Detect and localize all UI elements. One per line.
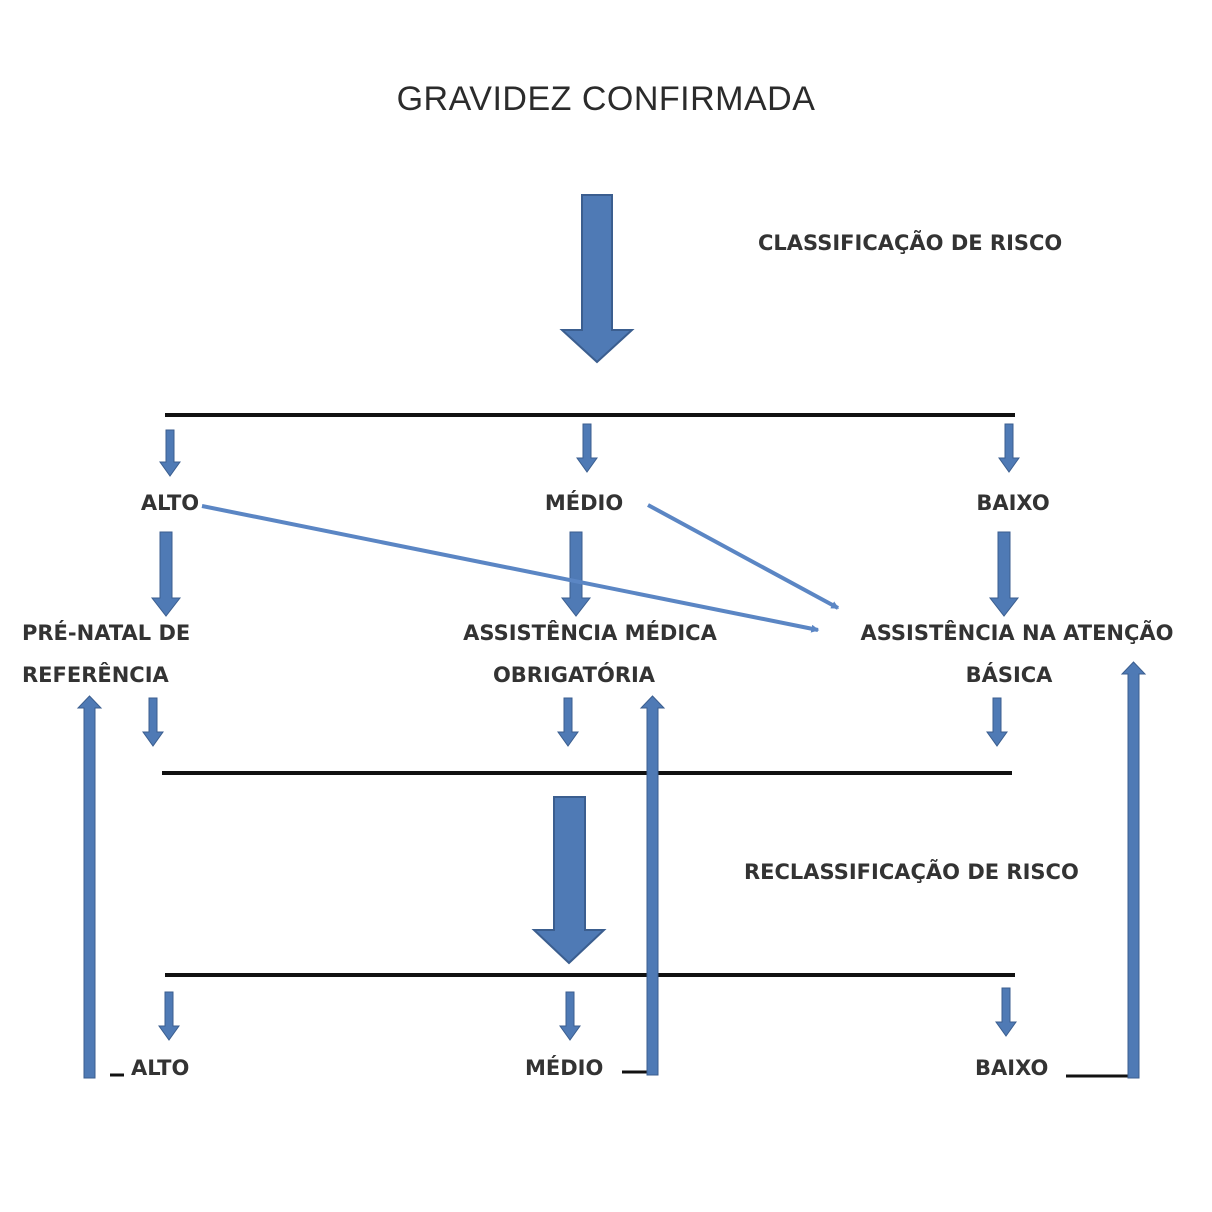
feedback-loop-alto [76,695,124,1079]
risk-high-label: ALTO [140,491,200,515]
diagram-title: GRAVIDEZ CONFIRMADA [396,80,816,118]
small-down-arrow [158,987,1017,1041]
reclass-high-label: ALTO [131,1056,190,1080]
reclassification-label: RECLASSIFICAÇÃO DE RISCO [744,860,1079,884]
small-down-arrow [142,697,1008,747]
small-down-arrow [159,423,1020,477]
reclass-medium-label: MÉDIO [525,1056,604,1080]
big-down-arrow-classification [559,194,635,364]
feedback-loop-medio [622,695,666,1076]
primary-care-label-line2: BÁSICA [965,663,1053,687]
mandatory-care-label-line1: ASSISTÊNCIA MÉDICA [463,621,717,645]
feedback-loop-baixo [1066,661,1147,1079]
diagonal-arrow-alto-to-primary [201,504,820,633]
risk-medium-label: MÉDIO [544,491,624,515]
risk-low-label: BAIXO [976,491,1050,515]
classification-label: CLASSIFICAÇÃO DE RISCO [758,231,1063,255]
referral-prenatal-label-line2: REFERÊNCIA [22,663,169,687]
mandatory-care-label-line2: OBRIGATÓRIA [492,663,656,687]
primary-care-label-line1: ASSISTÊNCIA NA ATENÇÃO [860,621,1174,645]
referral-prenatal-label-line1: PRÉ-NATAL DE [22,621,191,645]
medium-down-arrow [150,531,1020,617]
reclass-low-label: BAIXO [975,1056,1049,1080]
diagonal-arrow-medio-to-primary [647,503,840,610]
big-down-arrow-reclassification [531,796,607,965]
